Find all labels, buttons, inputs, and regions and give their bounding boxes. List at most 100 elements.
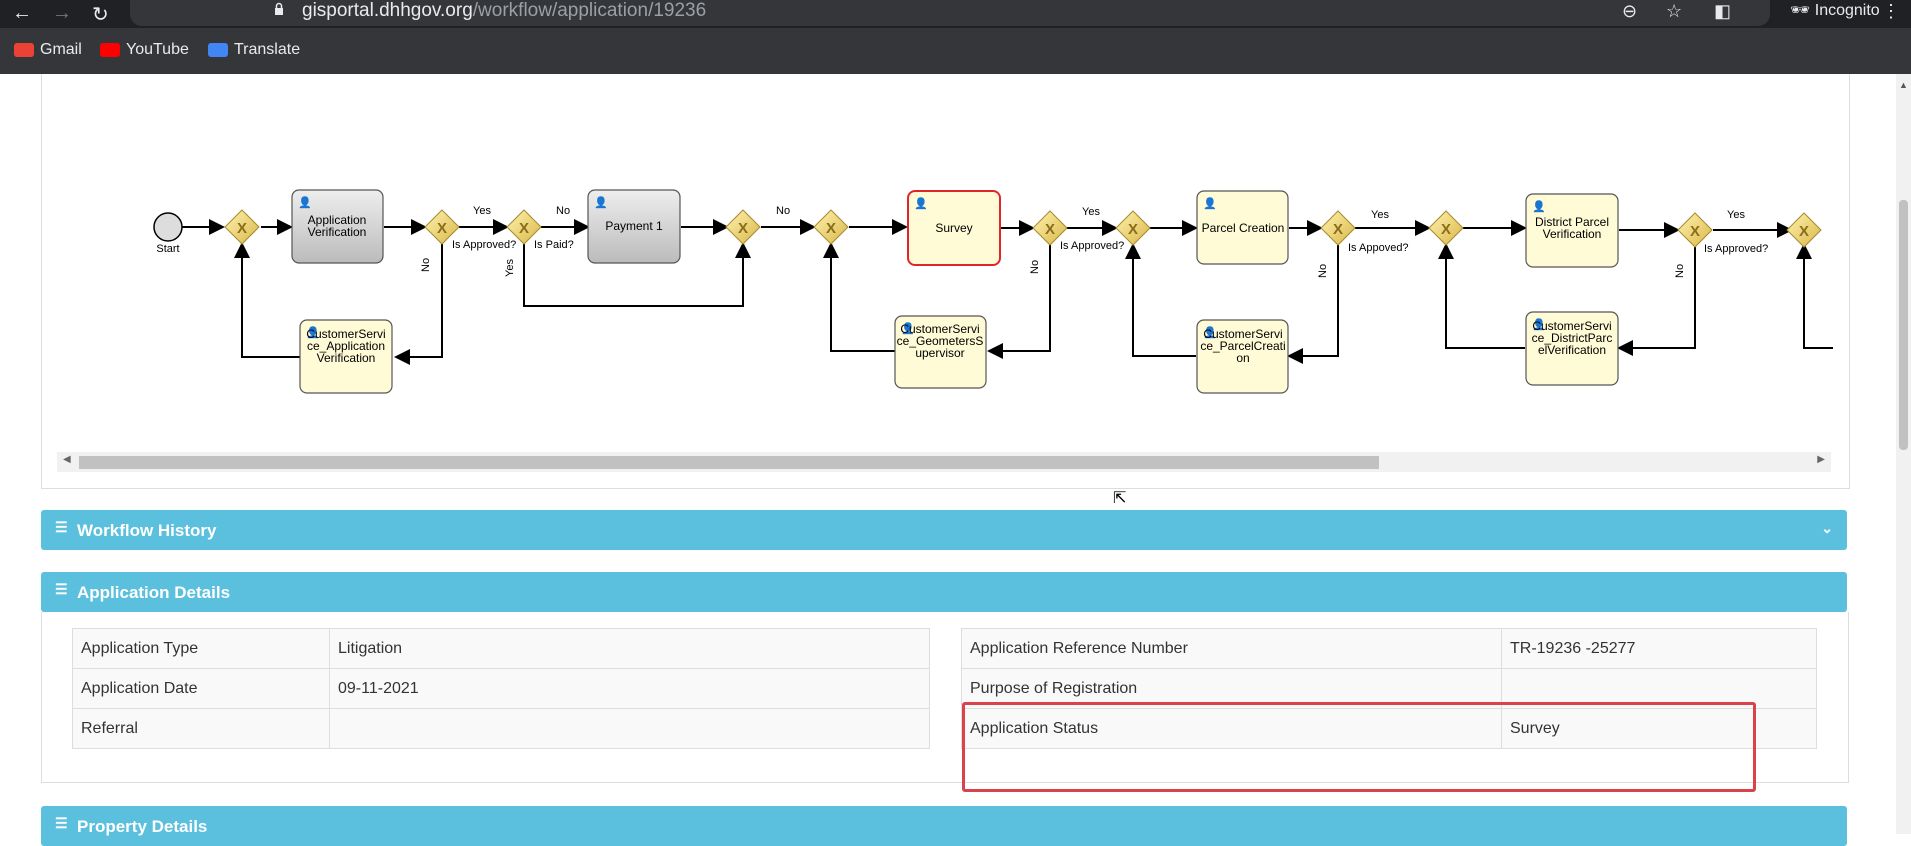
field-label: Referral xyxy=(72,708,330,749)
zoom-icon[interactable]: ⊖ xyxy=(1622,1,1638,21)
task-cs-district-parcel-verification[interactable] xyxy=(1525,311,1619,386)
svg-text:X: X xyxy=(437,220,447,237)
chevron-down-icon[interactable]: ⌄ xyxy=(1821,520,1833,536)
diagram-horizontal-scrollbar[interactable]: ◀ ▶ xyxy=(57,452,1831,472)
svg-text:X: X xyxy=(738,220,748,237)
panel-title: Application Details xyxy=(77,583,231,602)
svg-text:X: X xyxy=(1799,223,1809,240)
gateway-exclusive xyxy=(1320,210,1356,246)
bookmark-youtube[interactable]: YouTube xyxy=(100,41,189,59)
bookmark-gmail[interactable]: Gmail xyxy=(14,41,82,59)
list-icon: ☰ xyxy=(55,519,68,535)
task-cs-application-verification[interactable] xyxy=(299,319,393,394)
task-survey[interactable] xyxy=(907,190,1001,266)
list-icon: ☰ xyxy=(55,581,68,597)
gateway-exclusive xyxy=(506,209,542,245)
svg-text:X: X xyxy=(826,220,836,237)
gateway-exclusive xyxy=(725,209,761,245)
gateway-exclusive xyxy=(224,209,260,245)
scroll-up-icon[interactable]: ▲ xyxy=(1899,80,1908,90)
scroll-right-icon[interactable]: ▶ xyxy=(1817,454,1825,465)
flow-label-is-approved: Is Approved? xyxy=(1060,240,1124,252)
svg-text:X: X xyxy=(1128,221,1138,238)
user-task-icons: 👤👤 👤👤 👤👤 👤👤 👤 xyxy=(298,196,1546,339)
gateway-exclusive xyxy=(813,209,849,245)
svg-text:X: X xyxy=(237,220,247,237)
svg-text:X: X xyxy=(1333,221,1343,238)
task-payment[interactable] xyxy=(587,189,681,264)
property-details-header[interactable]: ☰ Property Details xyxy=(41,806,1847,846)
bookmark-label: Translate xyxy=(234,41,301,58)
task-district-parcel-verification[interactable] xyxy=(1525,193,1619,268)
task-parcel-creation[interactable] xyxy=(1196,190,1289,265)
reload-icon[interactable]: ↻ xyxy=(92,4,109,26)
user-icon: 👤 xyxy=(1532,318,1546,331)
flow-label-no: No xyxy=(1674,264,1686,278)
url-host: gisportal.dhhgov.org xyxy=(302,0,473,21)
svg-text:X: X xyxy=(1690,223,1700,240)
gateway-exclusive xyxy=(1428,210,1464,246)
incognito-indicator[interactable]: 🕶 Incognito xyxy=(1790,0,1880,20)
flow-label-no: No xyxy=(1029,260,1041,274)
browser-toolbar: ← → ↻ gisportal.dhhgov.org/workflow/appl… xyxy=(0,0,1911,28)
flow-label-yes: Yes xyxy=(1371,209,1389,221)
user-icon: 👤 xyxy=(594,196,608,209)
flow-label-is-approved: Is Approved? xyxy=(452,239,516,251)
gateway-exclusive xyxy=(1677,212,1713,248)
task-application-verification[interactable] xyxy=(291,189,384,264)
back-icon[interactable]: ← xyxy=(12,2,32,24)
flow-label-is-approved: Is Approved? xyxy=(1704,243,1768,255)
user-icon: 👤 xyxy=(306,326,320,339)
scroll-thumb[interactable] xyxy=(1899,200,1908,450)
field-value: 09-11-2021 xyxy=(329,668,930,709)
flow-label-no: No xyxy=(420,258,432,272)
user-icon: 👤 xyxy=(914,197,928,210)
flow-label-is-appoved: Is Appoved? xyxy=(1348,242,1409,254)
menu-icon[interactable]: ⋮ xyxy=(1882,1,1900,21)
address-bar[interactable]: gisportal.dhhgov.org/workflow/applicatio… xyxy=(130,0,1770,26)
page-vertical-scrollbar[interactable]: ▲ xyxy=(1896,74,1911,834)
gateway-exclusive xyxy=(1115,210,1151,246)
field-value xyxy=(329,708,930,749)
svg-text:X: X xyxy=(519,220,529,237)
user-icon: 👤 xyxy=(1532,200,1546,213)
translate-icon xyxy=(208,43,228,57)
user-icon: 👤 xyxy=(1203,326,1217,339)
flow-label-no: No xyxy=(556,205,570,217)
bookmark-translate[interactable]: Translate xyxy=(208,41,300,59)
svg-text:X: X xyxy=(1441,221,1451,238)
task-cs-parcel-creation[interactable] xyxy=(1196,319,1289,394)
user-icon: 👤 xyxy=(901,322,915,335)
url-path: /workflow/application/19236 xyxy=(472,0,707,21)
forward-icon[interactable]: → xyxy=(52,2,72,24)
bookmark-label: YouTube xyxy=(126,41,189,58)
url-text: gisportal.dhhgov.org/workflow/applicatio… xyxy=(302,0,706,22)
field-value: TR-19236 -25277 xyxy=(1501,628,1817,669)
sidepanel-icon[interactable]: ◧ xyxy=(1714,1,1732,21)
scroll-left-icon[interactable]: ◀ xyxy=(63,454,71,465)
user-icon: 👤 xyxy=(298,196,312,209)
incognito-icon: 🕶 xyxy=(1790,2,1811,19)
field-label: Application Reference Number xyxy=(961,628,1502,669)
panel-title: Property Details xyxy=(77,817,208,836)
task-label: Survey xyxy=(935,221,972,235)
flow-label-is-paid: Is Paid? xyxy=(534,239,574,251)
task-cs-geometers-supervisor[interactable] xyxy=(894,315,987,389)
field-label: Application Type xyxy=(72,628,330,669)
flow-label-yes: Yes xyxy=(504,259,516,277)
workflow-history-header[interactable]: ☰ Workflow History ⌄ xyxy=(41,510,1847,550)
start-label: Start xyxy=(156,243,179,255)
star-icon[interactable]: ☆ xyxy=(1666,1,1683,21)
scroll-thumb[interactable] xyxy=(79,456,1379,469)
application-details-header[interactable]: ☰ Application Details xyxy=(41,572,1847,612)
flow-label-yes: Yes xyxy=(1727,209,1745,221)
list-icon: ☰ xyxy=(55,815,68,831)
youtube-icon xyxy=(100,43,120,57)
